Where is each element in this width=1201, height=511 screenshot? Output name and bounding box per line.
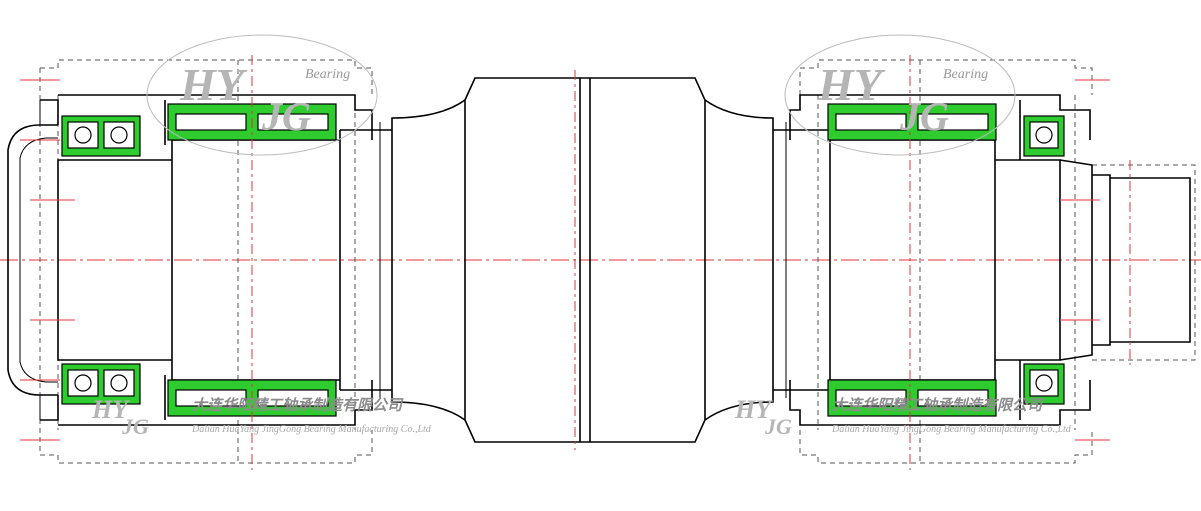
watermark-logo: HY	[817, 59, 886, 110]
watermark-top-right: HY JG Bearing	[784, 34, 1016, 156]
logo-small-2: JG	[121, 414, 149, 439]
left-ball-bearing-top	[61, 115, 141, 157]
company-name-cn: 大连华阳精工轴承制造有限公司	[832, 396, 1044, 414]
company-label-left: HY JG 大连华阳精工轴承制造有限公司 Dalian HuaYang Jing…	[91, 395, 432, 439]
watermark-logo-2: JG	[899, 94, 949, 139]
company-name-cn: 大连华阳精工轴承制造有限公司	[192, 396, 404, 414]
watermark-logo: HY	[179, 59, 248, 110]
logo-small: HY	[734, 395, 773, 424]
right-ball-bearing-top	[1023, 115, 1065, 157]
roll-shaft	[57, 77, 1191, 443]
company-label-right: HY JG 大连华阳精工轴承制造有限公司 Dalian HuaYang Jing…	[734, 395, 1072, 439]
logo-small: HY	[91, 395, 130, 424]
right-roller-bearing-bottom	[827, 379, 997, 417]
right-roller-bearing-top	[827, 103, 997, 141]
company-name-en: Dalian HuaYang JingGong Bearing Manufact…	[191, 424, 432, 435]
logo-small-2: JG	[764, 414, 792, 439]
watermark-logo-2: JG	[261, 94, 311, 139]
centerline-ticks	[20, 79, 1110, 441]
left-housing-body	[58, 94, 373, 426]
company-name-en: Dalian HuaYang JingGong Bearing Manufact…	[831, 424, 1072, 435]
left-ball-bearing-bottom	[61, 363, 141, 405]
watermark-top-left: HY JG Bearing	[146, 34, 378, 156]
watermark-brand: Bearing	[943, 67, 988, 82]
watermark-brand: Bearing	[305, 67, 350, 82]
left-roller-bearing-top	[167, 103, 337, 141]
right-housing-body	[789, 94, 1091, 426]
right-ball-bearing-bottom	[1023, 363, 1065, 405]
vertical-centerlines	[251, 55, 1131, 470]
